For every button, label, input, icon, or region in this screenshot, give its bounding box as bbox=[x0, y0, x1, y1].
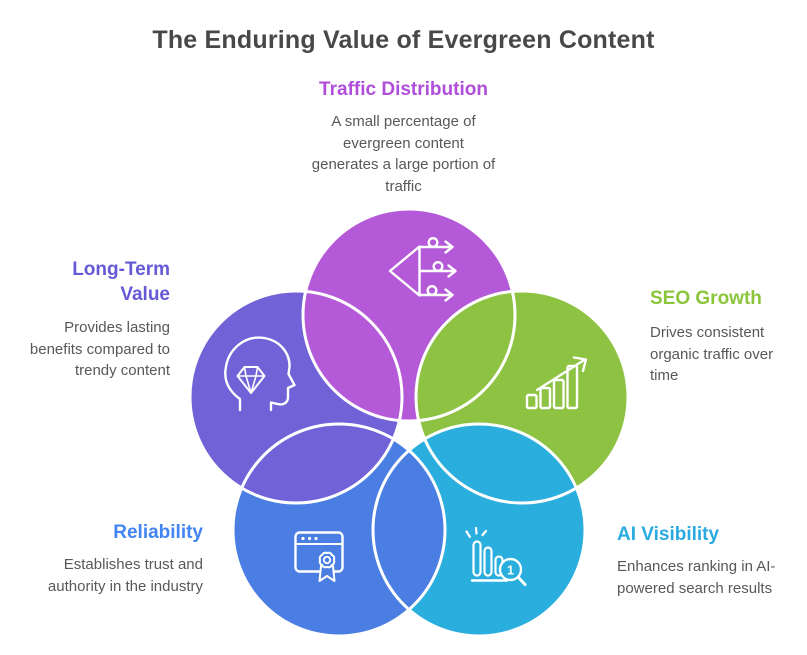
reliability-circle-outline bbox=[231, 422, 447, 638]
bar-chart-search-icon: 1 bbox=[465, 526, 527, 586]
magnifier-lens bbox=[498, 557, 523, 582]
ai-visibility-heading: AI Visibility bbox=[617, 524, 720, 545]
seo-growth-description: Drives consistent organic traffic over t… bbox=[650, 324, 774, 384]
ai-visibility-circle-outline bbox=[371, 422, 587, 638]
ai-visibility-description: Enhances ranking in AI- powered search r… bbox=[617, 558, 776, 597]
circle-outlines bbox=[188, 207, 630, 638]
sparkle-icon bbox=[465, 526, 488, 539]
section-ai-visibility: AI Visibility Enhances ranking in AI- po… bbox=[617, 522, 807, 599]
browser-award-icon bbox=[294, 531, 344, 582]
section-seo-growth: SEO Growth Drives consistent organic tra… bbox=[650, 286, 807, 387]
section-reliability: Reliability Establishes trust and author… bbox=[0, 520, 203, 597]
seo-growth-circle-outline bbox=[414, 289, 630, 505]
magnifier-digit: 1 bbox=[507, 564, 514, 578]
traffic-distribution-description: A small percentage of evergreen content … bbox=[311, 113, 496, 195]
reliability-description: Establishes trust and authority in the i… bbox=[47, 556, 203, 595]
head-diamond-icon bbox=[224, 336, 296, 412]
growth-chart-icon bbox=[525, 356, 588, 410]
traffic-distribution-heading: Traffic Distribution bbox=[319, 79, 488, 100]
split-arrows-icon bbox=[388, 236, 457, 302]
award-rosette bbox=[318, 551, 336, 569]
long-term-value-description: Provides lasting benefits compared to tr… bbox=[29, 319, 170, 379]
magnifier-handle bbox=[517, 576, 527, 586]
long-term-value-heading: Long-Term Value bbox=[72, 259, 170, 305]
traffic-distribution-circle-outline bbox=[301, 207, 517, 423]
section-long-term-value: Long-Term Value Provides lasting benefit… bbox=[0, 257, 170, 382]
reliability-heading: Reliability bbox=[113, 522, 203, 543]
section-traffic-distribution: Traffic Distribution A small percentage … bbox=[0, 77, 807, 197]
seo-growth-heading: SEO Growth bbox=[650, 288, 762, 309]
page-title: The Enduring Value of Evergreen Content bbox=[152, 26, 655, 54]
long-term-value-circle-outline bbox=[188, 289, 404, 505]
